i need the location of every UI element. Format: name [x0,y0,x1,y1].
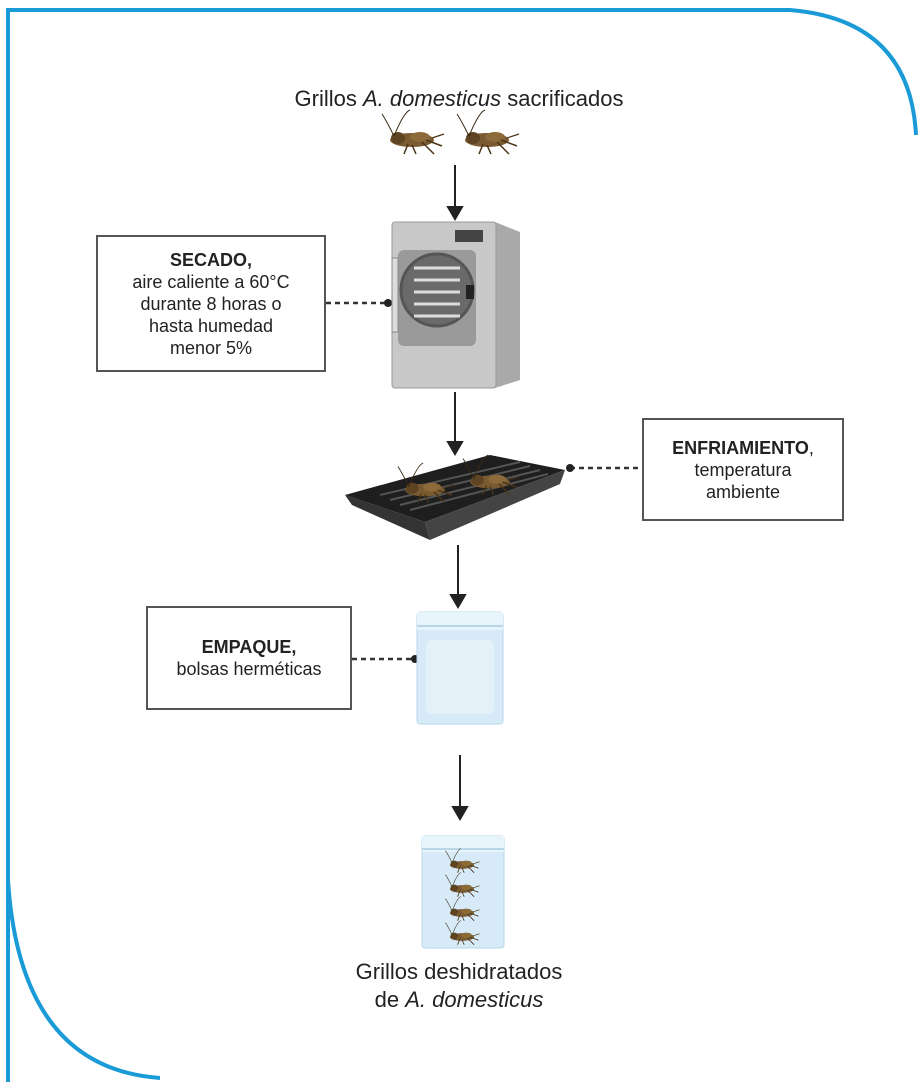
end-label-line2: de A. domesticus [0,986,918,1014]
step-box-empaque: EMPAQUE, bolsas herméticas [146,606,352,710]
step-line: bolsas herméticas [176,659,322,679]
cricket-icon-left [381,109,445,155]
step-line: hasta humedad [148,315,274,336]
step-box-enfriamiento: ENFRIAMIENTO, temperatura ambiente [642,418,844,521]
dryer-icon [391,221,520,389]
start-label-species: A. domesticus [363,86,502,111]
cricket-icon-right [456,109,520,155]
arrow-3-head [449,594,467,609]
step-line: menor 5% [169,337,253,358]
step-line: temperatura [694,459,792,480]
dryer-display [455,230,483,242]
bag-icon-filled [421,835,505,949]
step-line: ambiente [705,481,781,502]
step-title-empaque: EMPAQUE, [201,637,297,657]
bag-empty-seal [417,612,503,630]
connector-secado-dot [384,299,392,307]
frame-border-bottom [6,879,161,1080]
arrow-2-head [446,441,464,456]
step-title-enfriamiento-comma: , [808,437,814,458]
start-label-suffix: sacrificados [501,86,624,111]
end-label-line1: Grillos deshidratados [355,959,563,984]
dryer-latch [466,285,474,299]
dryer-shelves [414,266,460,318]
end-label-prefix: de [374,987,406,1012]
step-title-secado: SECADO, [169,249,252,270]
tray-icon [345,454,565,540]
dryer-handle [391,257,399,333]
start-label: Grillos A. domesticus sacrificados [0,86,918,112]
tray-right [425,470,565,540]
step-line: aire caliente a 60°C [132,271,290,292]
step-title-enfriamiento: ENFRIAMIENTO [672,437,809,458]
step-line: durante 8 horas o [140,293,282,314]
frame-border [6,8,918,1082]
end-label-species: A. domesticus [405,987,544,1012]
step-box-secado: SECADO, aire caliente a 60°C durante 8 h… [96,235,326,372]
arrow-1-head [446,206,464,221]
arrow-4-head [451,806,469,821]
dryer-side [495,222,520,388]
tray-front [345,495,430,540]
connector-enfriamiento-dot [566,464,574,472]
start-label-prefix: Grillos [294,86,363,111]
bag-icon-empty [416,611,504,725]
flow-arrows [446,165,469,821]
end-label: Grillos deshidratados de A. domesticus [0,958,918,1014]
